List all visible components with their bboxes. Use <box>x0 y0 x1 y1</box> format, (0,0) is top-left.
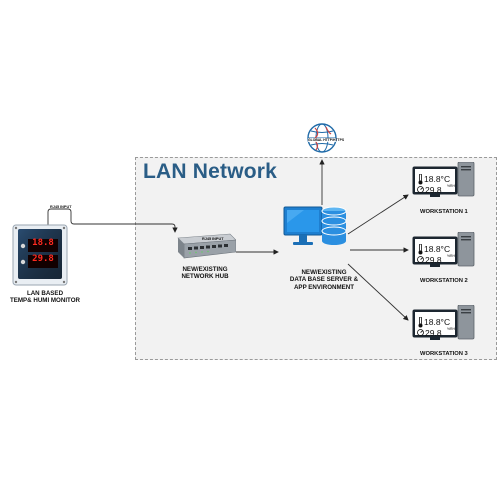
database-icon <box>321 206 347 245</box>
server-to-workstation-1-line <box>347 194 409 235</box>
monitor-input-label: RJ45 INPUT <box>50 205 72 209</box>
globe-label: GLOBAL HTTP/HTTPS <box>308 138 345 142</box>
network-hub-icon <box>177 233 236 259</box>
workstation-3: 18.8°C 29.8 %RH <box>412 305 492 345</box>
workstation-1: 18.8°C 29.8 %RH <box>412 162 492 202</box>
hub-title-line-2: NETWORK HUB <box>181 273 229 281</box>
monitor-to-hub-cable <box>47 208 178 233</box>
humidity-gauge-icon <box>417 329 424 336</box>
workstation-2: 18.8°C 29.8 %RH <box>412 232 492 272</box>
monitor-temp-readout: 18.8 <box>32 238 54 248</box>
server-title: NEW/EXISTING DATA BASE SERVER & APP ENVI… <box>276 269 372 291</box>
workstation-computer-icon <box>412 232 475 267</box>
workstation-humi-unit: %RH <box>447 184 455 188</box>
lan-network-title: LAN Network <box>143 160 278 183</box>
workstation-humi: 29.8 <box>425 255 442 265</box>
monitor-title-line-1: LAN BASED <box>26 290 64 297</box>
thermometer-icon <box>418 244 423 255</box>
workstation-humi: 29.8 <box>425 185 442 195</box>
monitor-title: LAN BASED TEMP& HUMI MONITOR <box>2 290 88 305</box>
workstation-humi: 29.8 <box>425 328 442 338</box>
monitor-device-icon <box>12 224 68 286</box>
server-title-line-2: DATA BASE SERVER & <box>289 276 359 284</box>
workstation-temp: 18.8°C <box>424 244 451 254</box>
workstation-humi-unit: %RH <box>447 254 455 258</box>
database-server-icon <box>283 206 347 245</box>
thermometer-icon <box>418 174 423 185</box>
monitor-humi-readout: 29.8 <box>32 254 54 264</box>
workstation-temp: 18.8°C <box>424 174 451 184</box>
workstation-computer-icon <box>412 162 475 197</box>
server-title-line-1: NEW/EXISTING <box>301 269 347 276</box>
hub-title: NEW/EXISTING NETWORK HUB <box>160 266 250 281</box>
humidity-gauge-icon <box>417 186 424 193</box>
server-to-workstation-3-line <box>347 263 409 321</box>
workstation-2-label: WORKSTATION 2 <box>420 278 468 284</box>
workstation-computer-icon <box>412 305 475 340</box>
workstation-1-label: WORKSTATION 1 <box>420 209 468 215</box>
monitor-title-line-2: TEMP& HUMI MONITOR <box>9 297 80 305</box>
workstation-temp: 18.8°C <box>424 317 451 327</box>
humidity-gauge-icon <box>417 256 424 263</box>
temp-humi-monitor-device: 18.8 29.8 <box>12 224 68 286</box>
server-title-line-3: APP ENVIRONMENT <box>293 283 355 291</box>
workstation-3-label: WORKSTATION 3 <box>420 351 468 357</box>
hub-input-label: RJ45 INPUT <box>202 237 224 241</box>
hub-title-line-1: NEW/EXISTING <box>182 266 228 273</box>
thermometer-icon <box>418 317 423 328</box>
workstation-humi-unit: %RH <box>447 327 455 331</box>
